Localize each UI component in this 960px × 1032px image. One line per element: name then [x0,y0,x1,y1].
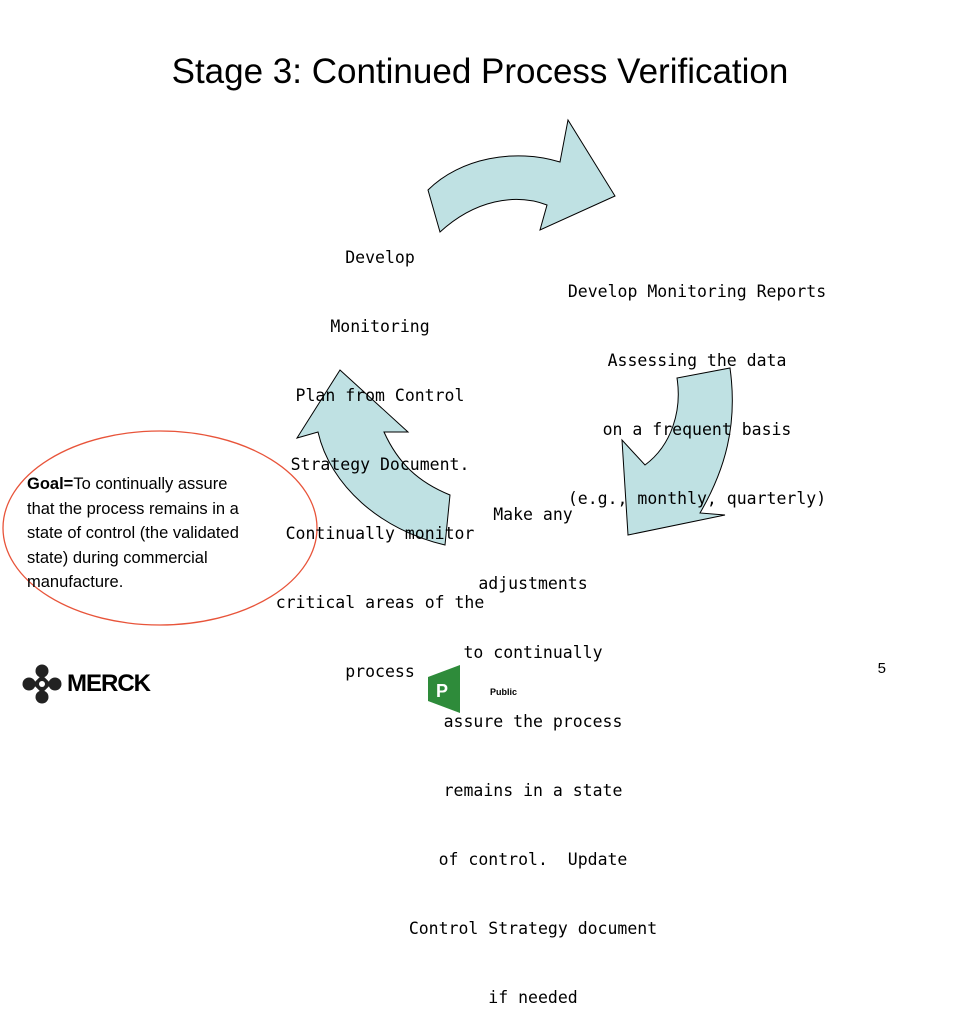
step-line: Develop [345,248,415,267]
step-line: Strategy Document. [290,455,470,474]
goal-line: state of control (the validated [27,524,239,542]
step-line: Continually monitor [285,524,475,543]
step-line: remains in a state [443,781,623,800]
step-line: Plan from Control [295,386,465,405]
public-classification-badge: P Public [424,663,534,715]
cycle-arrow-left [295,369,451,546]
step-make-adjustments: Make any adjustments to continually assu… [388,457,678,1032]
cycle-arrow-top [427,118,616,233]
merck-logo: MERCK [22,662,151,706]
goal-statement: Goal=To continually assure that the proc… [27,472,319,595]
step-line: Make any [493,505,573,524]
goal-line: that the process remains in a [27,499,239,518]
page-number: 5 [877,660,886,677]
step-line: Control Strategy document [408,919,658,938]
step-line: process [345,662,415,681]
merck-logo-text: MERCK [67,670,151,697]
step-develop-monitoring-reports: Develop Monitoring Reports Assessing the… [522,234,872,533]
goal-line: Goal=To continually assure [27,472,319,497]
step-line: to continually [463,643,603,662]
step-line: (e.g., monthly, quarterly) [567,489,827,508]
step-line: Monitoring [330,317,430,336]
public-label: Public [490,687,518,697]
goal-line: manufacture. [27,573,124,591]
step-develop-monitoring-plan: Develop Monitoring Plan from Control Str… [262,200,498,706]
goal-ellipse [2,430,318,626]
step-line: critical areas of the [275,593,485,612]
step-line: of control. Update [438,850,628,869]
step-line: if needed [488,988,578,1007]
public-badge-icon: P [428,665,460,713]
step-line: adjustments [478,574,588,593]
step-line: on a frequent basis [602,420,792,439]
goal-line: state) during commercial [27,548,208,567]
step-line: Develop Monitoring Reports [567,282,827,301]
slide-title: Stage 3: Continued Process Verification [171,52,789,91]
cycle-arrows [2,118,733,626]
public-letter: P [436,681,448,701]
step-line: Assessing the data [607,351,787,370]
goal-line-text: To continually assure [73,475,228,493]
merck-emblem-icon [22,664,62,704]
cycle-arrow-right [621,367,733,536]
goal-label: Goal= [27,475,74,493]
